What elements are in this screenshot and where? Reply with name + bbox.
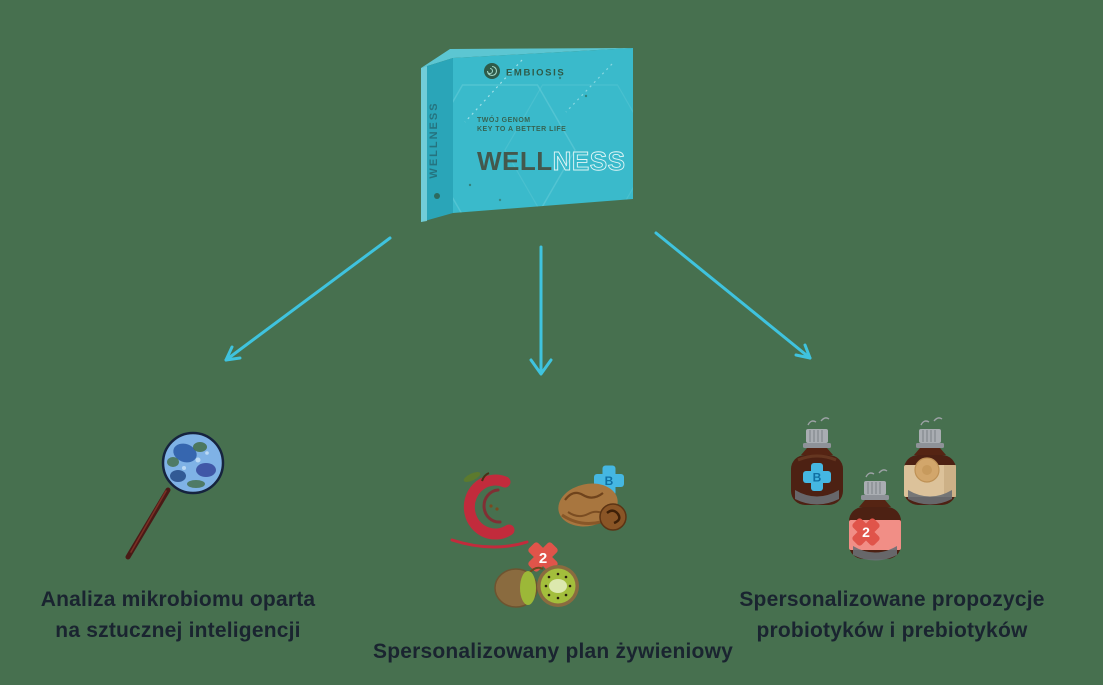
caption-line: Spersonalizowany plan żywieniowy bbox=[373, 640, 733, 663]
bottle-probiotic-b: B bbox=[791, 417, 843, 505]
caption-line: Spersonalizowane propozycje bbox=[739, 588, 1045, 611]
box-title-outline: NESS bbox=[553, 146, 626, 176]
bottle-cap bbox=[806, 429, 828, 443]
vitamin-b-badge: B bbox=[594, 465, 624, 496]
bottle-x2-label: 2 bbox=[862, 524, 870, 540]
walnut-icon bbox=[558, 483, 627, 531]
x2-badge: 2 bbox=[528, 542, 558, 572]
box-top-face bbox=[421, 48, 633, 68]
x2-label: 2 bbox=[539, 550, 547, 567]
bottle-cap bbox=[864, 481, 886, 495]
brand-logo bbox=[484, 63, 500, 79]
box-front-face bbox=[453, 48, 633, 213]
bottle-prebiotic bbox=[904, 417, 956, 505]
box-title: WELLNESS bbox=[477, 146, 625, 176]
magnifier-handle-highlight bbox=[130, 490, 167, 553]
bottle-cap bbox=[919, 429, 941, 443]
arrow-right-head bbox=[794, 343, 812, 360]
apple-icon bbox=[450, 472, 529, 549]
box-side-face bbox=[421, 58, 453, 222]
box-subtitle-line1: TWÓJ GENOM bbox=[477, 115, 531, 124]
bottle-x2: 2 bbox=[849, 469, 901, 561]
bottle-b-badge: B bbox=[803, 463, 831, 491]
caption-line: na sztucznej inteligencji bbox=[55, 619, 301, 642]
side-logo-dot bbox=[434, 193, 440, 199]
cap-squiggle bbox=[807, 417, 830, 426]
apple-stem bbox=[481, 472, 490, 482]
kiwi-seeds bbox=[544, 572, 572, 600]
caption-line: probiotyków i prebiotyków bbox=[756, 619, 1028, 642]
wellness-box: EMBIOSIS TWÓJ GENOM KEY TO A BETTER LIFE… bbox=[421, 48, 633, 222]
arrow-middle-head bbox=[529, 358, 553, 376]
vitamin-b-label: B bbox=[605, 474, 614, 488]
apple-swoosh bbox=[450, 538, 529, 549]
supplement-bottles-icon: B 2 bbox=[791, 417, 956, 561]
brand-name: EMBIOSIS bbox=[506, 68, 565, 79]
bottle-base-band bbox=[853, 546, 897, 561]
caption-probiotics: Spersonalizowane propozycje probiotyków … bbox=[727, 584, 1057, 646]
cap-squiggle bbox=[920, 417, 943, 426]
box-edge-highlight bbox=[421, 66, 427, 222]
bottle-base-band bbox=[908, 490, 952, 505]
foods-icon: B 2 bbox=[450, 465, 627, 608]
caption-line: Analiza mikrobiomu oparta bbox=[40, 588, 316, 611]
bottle-base-band bbox=[795, 490, 839, 505]
bottle-b-label: B bbox=[813, 471, 822, 485]
box-decorations bbox=[453, 59, 633, 213]
lens-rim bbox=[161, 431, 225, 495]
kiwi-icon bbox=[494, 565, 579, 608]
magnifier-microbiome-icon bbox=[125, 431, 225, 560]
caption-nutrition-plan: Spersonalizowany plan żywieniowy bbox=[363, 636, 743, 667]
box-subtitle-line2: KEY TO A BETTER LIFE bbox=[477, 126, 566, 133]
arrow-left-head bbox=[224, 345, 242, 362]
box-title-bold: WELL bbox=[477, 146, 553, 176]
arrows bbox=[224, 231, 812, 376]
caption-microbiome-analysis: Analiza mikrobiomu oparta na sztucznej i… bbox=[18, 584, 338, 646]
microbiome-blobs bbox=[167, 442, 216, 488]
arrow-right bbox=[654, 231, 812, 360]
cap-squiggle bbox=[865, 469, 888, 478]
apple-leaf bbox=[463, 472, 481, 482]
arrow-left bbox=[224, 236, 392, 362]
bottle-x2-badge: 2 bbox=[852, 518, 880, 546]
box-side-text: WELLNESS bbox=[428, 101, 440, 178]
